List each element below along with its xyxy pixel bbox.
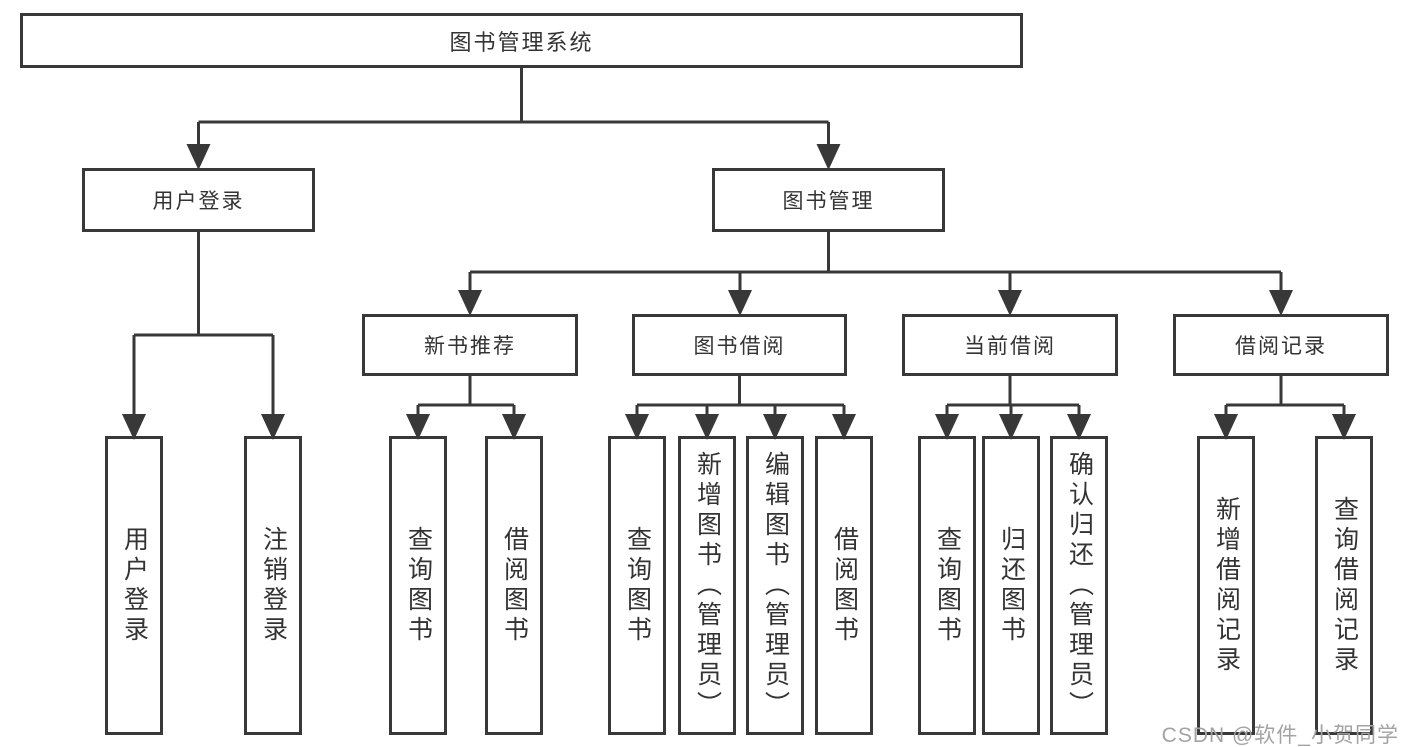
node-label: 图书管理: [782, 190, 875, 213]
leaf-label: 查询图书: [404, 525, 433, 646]
node-label: 当前借阅: [964, 335, 1056, 358]
leaf-logout: 注销登录: [244, 436, 302, 735]
node-label: 图书借阅: [693, 335, 786, 358]
leaf-label: 用户登录: [120, 525, 149, 646]
leaf-query-books: 查询图书: [608, 436, 666, 735]
leaf-label: 查询借阅记录: [1330, 495, 1359, 676]
csdn-watermark: CSDN @软件_小贺同学: [1161, 724, 1399, 747]
leaf-borrow-books: 借阅图书: [485, 436, 543, 735]
leaf-label: 新增借阅记录: [1212, 495, 1241, 676]
leaf-edit-books-admin: 编辑图书（管理员）: [746, 436, 804, 735]
node-current-borrowing: 当前借阅: [902, 314, 1118, 376]
node-label: 图书管理系统: [449, 29, 594, 55]
node-library-management-system: 图书管理系统: [20, 13, 1023, 68]
node-label: 新书推荐: [424, 335, 516, 358]
leaf-label: 借阅图书: [830, 525, 859, 646]
leaf-user-login: 用户登录: [105, 436, 163, 735]
leaf-label: 归还图书: [997, 525, 1026, 646]
leaf-label: 借阅图书: [500, 525, 529, 646]
leaf-add-borrow-record: 新增借阅记录: [1197, 436, 1255, 735]
leaf-label: 确认归还（管理员）: [1065, 450, 1094, 721]
leaf-query-books: 查询图书: [918, 436, 976, 735]
node-book-management: 图书管理: [712, 168, 945, 232]
leaf-query-books: 查询图书: [389, 436, 447, 735]
leaf-return-books: 归还图书: [982, 436, 1040, 735]
leaf-label: 新增图书（管理员）: [693, 450, 722, 721]
node-user-login: 用户登录: [82, 168, 315, 232]
leaf-add-books-admin: 新增图书（管理员）: [678, 436, 736, 735]
leaf-confirm-return-admin: 确认归还（管理员）: [1050, 436, 1108, 735]
node-new-book-recommend: 新书推荐: [362, 314, 578, 376]
node-borrowing-records: 借阅记录: [1173, 314, 1389, 376]
leaf-query-borrow-record: 查询借阅记录: [1315, 436, 1373, 735]
leaf-label: 查询图书: [933, 525, 962, 646]
leaf-label: 注销登录: [259, 525, 288, 646]
leaf-label: 查询图书: [623, 525, 652, 646]
node-label: 借阅记录: [1235, 335, 1327, 358]
node-book-borrowing: 图书借阅: [632, 314, 847, 376]
leaf-borrow-books: 借阅图书: [815, 436, 873, 735]
leaf-label: 编辑图书（管理员）: [761, 450, 790, 721]
node-label: 用户登录: [152, 190, 245, 213]
